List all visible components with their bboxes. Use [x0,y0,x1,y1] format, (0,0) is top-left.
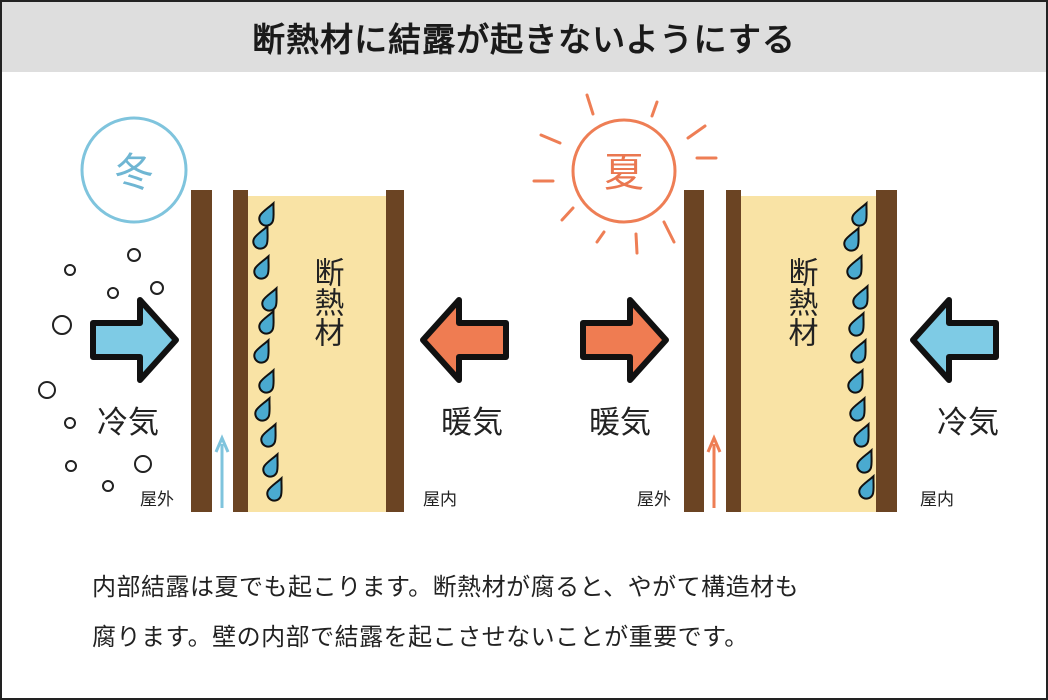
winter-insulation-label: 断熱材 [309,257,345,347]
winter-outer-wall [191,190,212,512]
summer-cold-air-label: 冷気 [937,405,999,441]
sun-icon [532,93,718,255]
winter-warm-air-label: 暖気 [441,405,503,441]
winter-warm-arrow [420,297,509,383]
winter-cold-air-label: 冷気 [97,405,159,441]
summer-indoor-label: 屋内 [920,490,954,510]
summer-wall-inner-right [876,190,897,512]
caption: 内部結露は夏でも起こります。断熱材が腐ると、やがて構造材も 腐ります。壁の内部で… [92,562,992,662]
summer-outer-wall [684,190,704,512]
summer-cold-arrow [910,297,999,383]
winter-outdoor-label: 屋外 [140,490,174,510]
summer-season-label: 夏 [604,150,644,196]
summer-vent-arrow [706,434,722,508]
winter-vent-arrow [214,434,230,508]
title-bar: 断熱材に結露が起きないようにする [2,2,1046,72]
summer-warm-air-label: 暖気 [589,405,651,441]
summer-outdoor-label: 屋外 [637,490,671,510]
cold-particles [38,248,164,492]
caption-line-1: 内部結露は夏でも起こります。断熱材が腐ると、やがて構造材も [92,573,800,601]
winter-cold-arrow [90,297,179,383]
winter-indoor-label: 屋内 [423,490,457,510]
summer-insulation-label: 断熱材 [783,257,819,347]
summer-wall-inner-left [726,190,741,512]
winter-season-label: 冬 [114,150,154,196]
caption-line-2: 腐ります。壁の内部で結露を起こさせないことが重要です。 [92,623,749,651]
winter-wall-inner-left [233,190,248,512]
summer-warm-arrow [580,297,669,383]
summer-panel: 夏 断熱材 暖気 冷気 [532,93,999,512]
page-title: 断熱材に結露が起きないようにする [252,20,796,59]
summer-season-circle [571,118,677,224]
winter-wall-inner-right [386,190,404,512]
winter-season-circle [80,116,188,224]
winter-panel: 冬 [38,116,509,512]
